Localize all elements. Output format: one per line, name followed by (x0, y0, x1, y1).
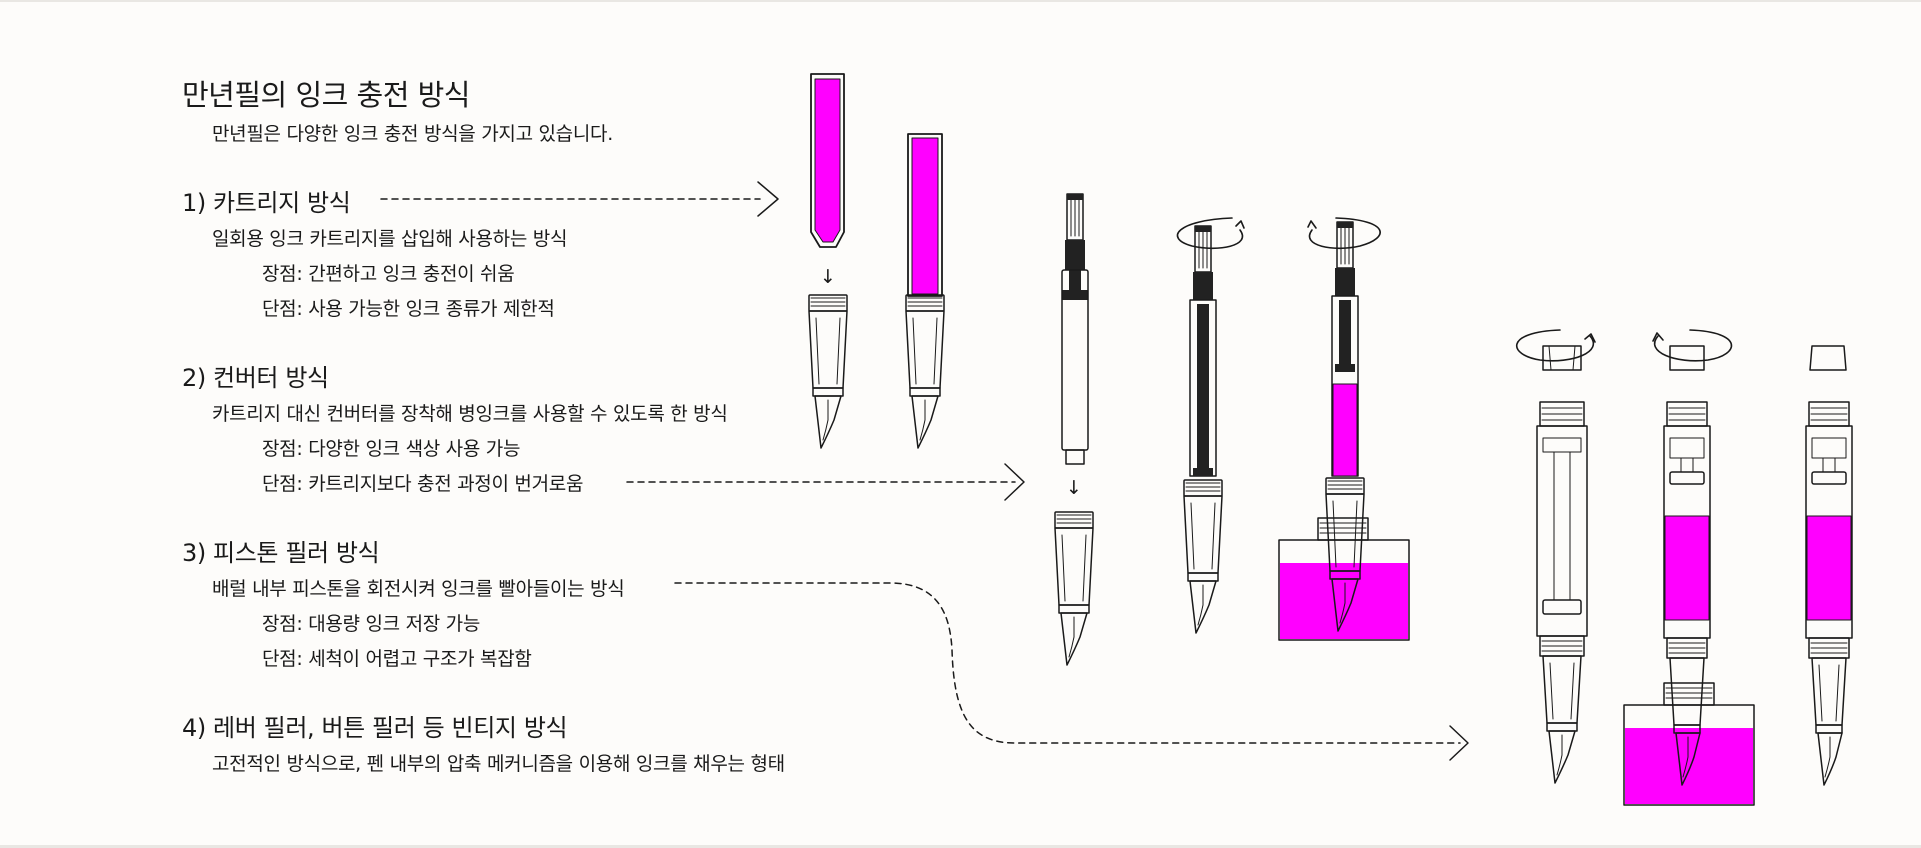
cartridge-pen-ink (911, 137, 939, 295)
pen-section-3-icon (1054, 511, 1094, 666)
piston-pen-empty-icon (1515, 329, 1596, 784)
method-2-con: 단점: 카트리지보다 충전 과정이 번거로움 (262, 473, 584, 495)
converter-ink (1332, 383, 1358, 477)
arrowheads (757, 181, 1469, 761)
bottle-ink (1625, 728, 1753, 804)
page-title: 만년필의 잉크 충전 방식 (182, 78, 470, 112)
arrow-piston (674, 582, 1461, 744)
pen-section-1-icon (808, 294, 848, 449)
converter-pen-icon (1176, 217, 1245, 634)
method-1-con: 단점: 사용 가능한 잉크 종류가 제한적 (262, 298, 555, 320)
method-3-con: 단점: 세척이 어렵고 구조가 복잡함 (262, 648, 532, 670)
method-3-heading: 3) 피스톤 필러 방식 (182, 539, 380, 567)
piston-pen-in-bottle-icon (1623, 329, 1755, 806)
method-1-pro: 장점: 간편하고 잉크 충전이 쉬움 (262, 263, 515, 285)
piston-pen-filled-icon (1805, 345, 1853, 786)
cartridge-icon (810, 73, 845, 248)
method-4-desc: 고전적인 방식으로, 펜 내부의 압축 메커니즘을 이용해 잉크를 채우는 형태 (212, 753, 785, 775)
cartridge-pen-icon (905, 133, 945, 449)
converter-in-bottle-icon (1278, 217, 1410, 641)
method-2-pro: 장점: 다양한 잉크 색상 사용 가능 (262, 438, 521, 460)
piston-ink (1806, 515, 1852, 621)
page-subtitle: 만년필은 다양한 잉크 충전 방식을 가지고 있습니다. (212, 123, 613, 145)
method-1-heading: 1) 카트리지 방식 (182, 189, 351, 217)
rotate-arrow-icon (1515, 329, 1595, 362)
insert-arrow-converter: ↓ (1066, 477, 1082, 499)
rotate-arrow-icon (1308, 217, 1381, 250)
piston-ink (1664, 515, 1710, 621)
connector-arrows (380, 198, 1461, 744)
insert-arrow-cartridge: ↓ (820, 266, 836, 288)
method-2-desc: 카트리지 대신 컨버터를 장착해 병잉크를 사용할 수 있도록 한 방식 (212, 403, 728, 425)
bottom-border (0, 845, 1921, 848)
method-3-desc: 배럴 내부 피스톤을 회전시켜 잉크를 빨아들이는 방식 (212, 578, 625, 600)
method-1-desc: 일회용 잉크 카트리지를 삽입해 사용하는 방식 (212, 228, 568, 250)
method-4-heading: 4) 레버 필러, 버튼 필러 등 빈티지 방식 (182, 714, 568, 742)
bottle-ink (1280, 563, 1408, 639)
converter-icon (1061, 193, 1089, 465)
method-2-heading: 2) 컨버터 방식 (182, 364, 329, 392)
rotate-arrow-icon (1653, 329, 1733, 362)
cartridge-ink (814, 78, 841, 243)
rotate-arrow-icon (1176, 217, 1244, 250)
method-3-pro: 장점: 대용량 잉크 저장 가능 (262, 613, 481, 635)
top-border (0, 0, 1921, 2)
